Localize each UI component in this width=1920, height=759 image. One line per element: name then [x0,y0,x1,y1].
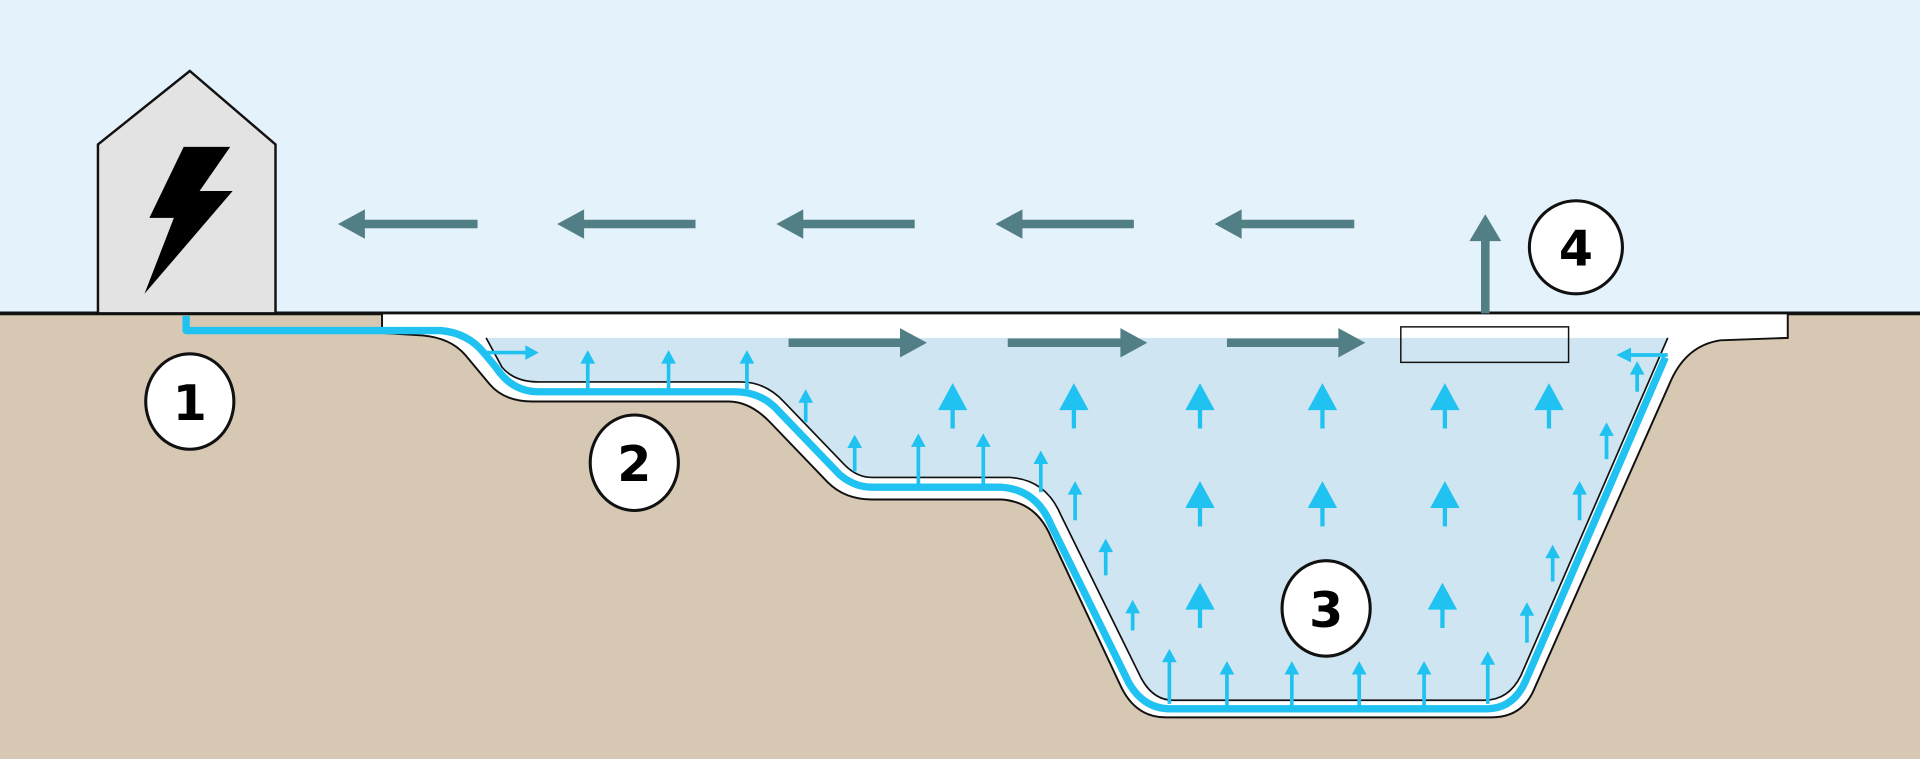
wind-arrow-left-icon [1214,209,1242,239]
wind-arrow-left-icon [557,209,585,239]
heat-up-arrow-icon [739,350,755,364]
heat-up-arrow-icon [1033,450,1049,464]
water-heat-up-icon [1534,383,1564,411]
heat-up-arrow-icon [1067,481,1083,495]
water-heat-up-icon [937,383,968,411]
pond-cover-panel [1400,326,1570,364]
water-heat-up-icon [1427,582,1458,610]
label-3: 3 [1280,559,1372,658]
water-heat-up-icon [1430,481,1460,509]
heat-up-arrow-icon [1629,361,1645,375]
surface-flow-right-icon [900,328,927,358]
label-4: 4 [1527,199,1624,296]
surface-flow-right-icon [1338,328,1366,358]
liner-inner-edge [485,337,1669,702]
heat-up-arrow-icon [1545,544,1560,559]
label-1: 1 [144,352,236,451]
heat-right-arrow-icon [525,345,539,360]
heat-up-arrow-icon [1351,661,1367,675]
heat-up-arrow-icon [1098,538,1114,553]
heat-up-arrow-icon [1162,648,1177,663]
heat-up-arrow-icon [1219,661,1235,675]
heat-left-arrow-icon [1616,347,1632,363]
water-heat-up-icon [1185,481,1215,509]
heat-up-arrow-icon [911,433,926,447]
heat-up-arrow-icon [1480,651,1496,665]
heat-up-arrow-icon [1125,599,1140,614]
label-4-text: 4 [1559,221,1593,278]
wind-arrow-left-icon [337,209,365,239]
label-3-text: 3 [1309,582,1343,639]
water-heat-up-icon [1430,383,1460,411]
label-2-text: 2 [617,436,651,493]
heat-up-arrow-icon [1599,422,1614,436]
sky [0,0,1920,314]
label-1-text: 1 [173,375,207,432]
heat-up-arrow-icon [1572,481,1587,495]
heat-pipe [182,315,1669,713]
label-2: 2 [588,413,680,513]
heat-up-arrow-icon [661,350,676,364]
heat-up-arrow-icon [1416,661,1432,675]
water-heat-up-icon [1307,383,1338,411]
wind-arrow-left-icon [776,209,804,239]
water-heat-up-icon [1307,481,1338,509]
lightning-bolt-icon [144,146,233,294]
evaporation-up-icon [1469,214,1502,242]
heat-up-arrow-icon [847,434,863,449]
heat-up-arrow-icon [975,433,991,447]
water-heat-up-icon [1059,383,1089,411]
heat-up-arrow-icon [580,350,596,364]
water-heat-up-icon [1185,383,1215,411]
water-heat-up-icon [1185,582,1215,610]
wind-arrow-left-icon [995,209,1023,239]
heat-up-arrow-icon [1519,602,1535,616]
heat-up-arrow-icon [798,389,814,403]
heat-up-arrow-icon [1284,661,1300,675]
surface-flow-right-icon [1120,328,1148,358]
